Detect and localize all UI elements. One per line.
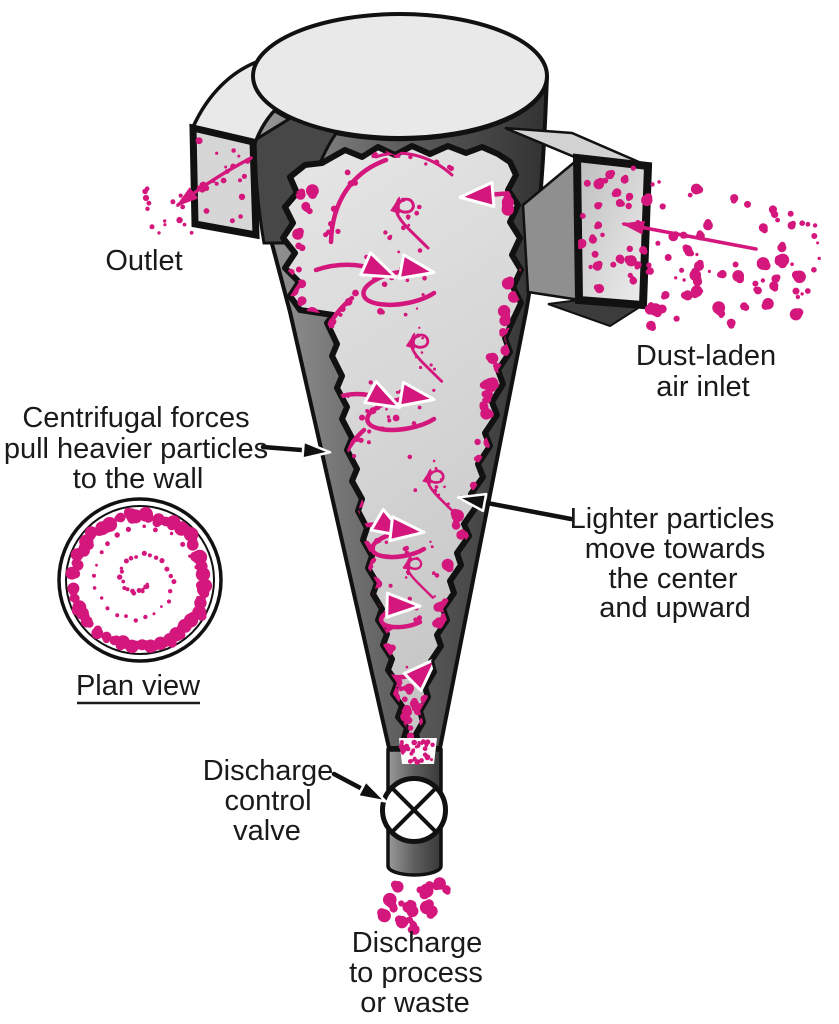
center-updraft-2 <box>405 326 444 383</box>
tip-pocket-particles <box>398 739 435 765</box>
inlet-flow-arrow-icon <box>622 222 758 251</box>
vortex-flow <box>286 147 521 747</box>
inlet-label-line1: Dust-laden <box>636 340 776 372</box>
discharge-label-line1: Discharge <box>352 927 483 959</box>
discharge-particles <box>377 877 451 935</box>
volute-top-face <box>251 12 549 140</box>
outlet-spray-particles <box>142 186 194 235</box>
descending-arc-1-icon <box>328 157 389 245</box>
centrifugal-label-line1: Centrifugal forces <box>22 402 249 434</box>
inlet-label-line2: air inlet <box>656 371 750 403</box>
lighter-label-line4: and upward <box>599 592 751 624</box>
valve-cross-line2-icon <box>390 786 438 834</box>
center-updraft-1 <box>390 196 430 253</box>
inlet-dust-cloud <box>624 180 821 332</box>
center-updraft-4 <box>402 556 436 599</box>
plan-spiral-particles <box>92 524 204 628</box>
discharge-label-line2: to process <box>349 957 483 989</box>
lighter-label-line1: Lighter particles <box>570 503 775 535</box>
centrifugal-label-line3: to the wall <box>73 463 204 495</box>
plan-view-label: Plan view <box>76 670 201 702</box>
inlet-opening-particles <box>577 165 638 294</box>
discharge-label-line3: or waste <box>360 987 470 1019</box>
plan-view-inset <box>57 497 223 663</box>
outlet-label: Outlet <box>105 245 182 277</box>
valve-label-line2: control <box>224 785 311 817</box>
valve-label-line3: valve <box>233 815 301 847</box>
center-updraft-3 <box>422 467 458 517</box>
lighter-label-line2: move towards <box>585 533 766 565</box>
vortex-arc-top-icon <box>374 151 454 177</box>
outlet-duct <box>142 123 260 240</box>
centrifugal-label-line2: pull heavier particles <box>4 433 268 465</box>
discharge-assembly <box>377 738 451 935</box>
lighter-label-line3: the center <box>609 563 738 595</box>
plan-outer-circle-icon <box>57 497 223 663</box>
plan-ring-particles <box>65 507 213 654</box>
plan-inner-circle-icon <box>65 505 215 655</box>
valve-label-line1: Discharge <box>203 755 334 787</box>
inlet-duct <box>504 126 821 332</box>
